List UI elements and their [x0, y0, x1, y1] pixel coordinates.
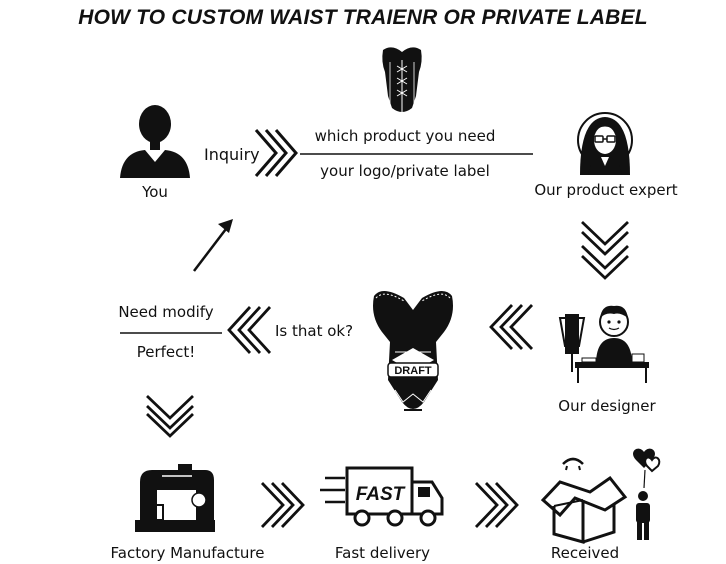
label-designer: Our designer	[558, 397, 656, 415]
designer-icon	[558, 305, 649, 383]
label-need-modify: Need modify	[118, 303, 214, 321]
left-chevrons-designer	[489, 304, 534, 350]
label-perfect: Perfect!	[136, 343, 196, 361]
received-box-icon	[540, 457, 628, 544]
right-chevrons-2	[474, 482, 519, 528]
left-chevrons-ok	[227, 306, 272, 354]
expert-icon	[577, 112, 633, 175]
delivery-truck-icon: FAST	[320, 466, 444, 527]
label-expert: Our product expert	[534, 181, 678, 199]
down-chevrons-right	[581, 220, 629, 280]
page-title: HOW TO CUSTOM WAIST TRAIENR OR PRIVATE L…	[78, 6, 648, 29]
up-arrow-icon	[193, 219, 233, 272]
bodysuit-icon: DRAFT	[373, 290, 453, 411]
truck-text: FAST	[356, 484, 406, 505]
sewing-machine-icon	[135, 464, 215, 532]
child-with-hearts-icon	[633, 448, 661, 540]
label-inquiry: Inquiry	[204, 145, 260, 164]
label-logo: your logo/private label	[320, 162, 490, 180]
person-icon	[120, 105, 190, 178]
right-chevrons-1	[260, 482, 305, 528]
label-factory: Factory Manufacture	[110, 544, 265, 562]
draft-stamp-text: DRAFT	[394, 365, 432, 377]
label-product-need: which product you need	[314, 127, 496, 145]
label-is-ok: Is that ok?	[275, 322, 354, 340]
down-chevrons-left	[146, 394, 194, 438]
label-received: Received	[550, 544, 620, 562]
corset-icon	[382, 47, 422, 112]
label-delivery: Fast delivery	[334, 544, 431, 562]
inquiry-arrows-icon	[254, 129, 298, 177]
label-you: You	[142, 183, 168, 201]
